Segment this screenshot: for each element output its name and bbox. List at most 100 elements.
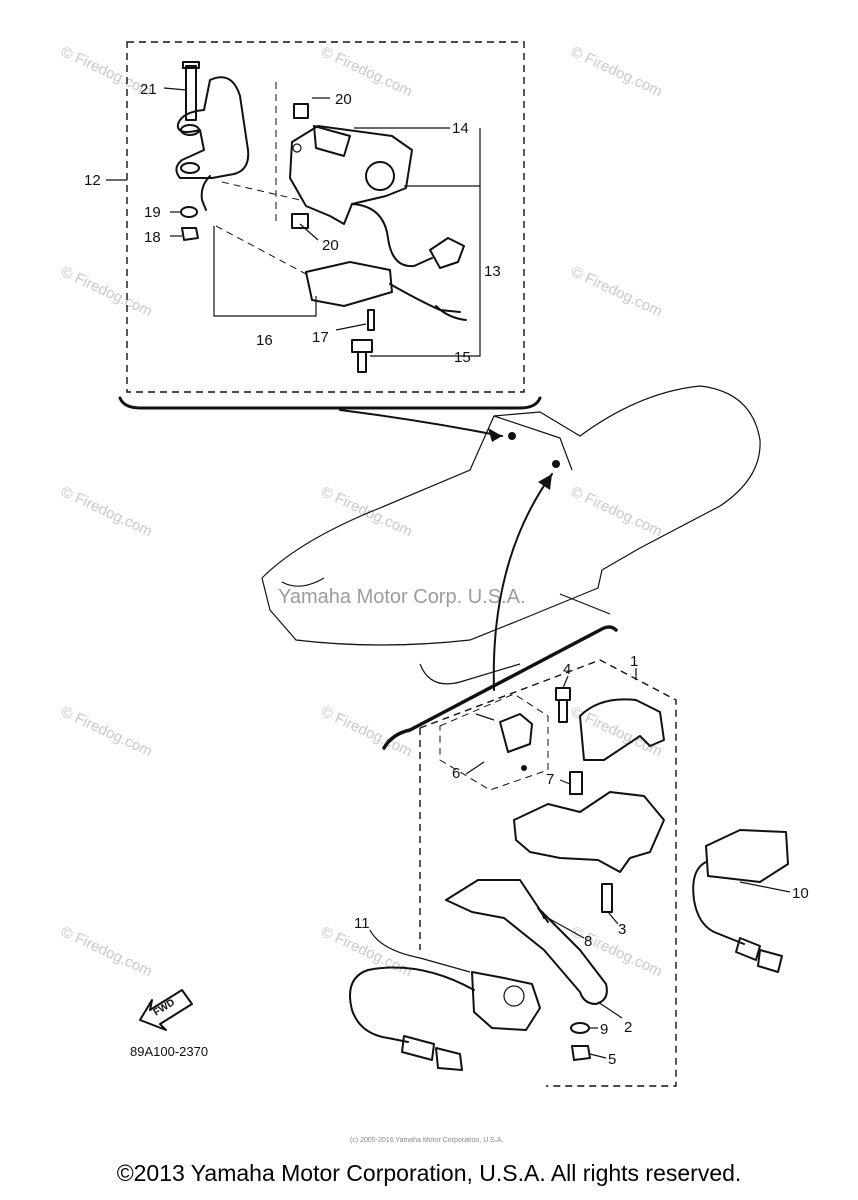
leader-line	[607, 911, 619, 925]
leader-line	[354, 127, 481, 357]
cable-sleeve	[401, 1035, 435, 1061]
switch-housing-part-14	[289, 125, 413, 225]
guide-line	[215, 225, 307, 275]
cable-part-11	[349, 966, 475, 1043]
watermark-small: (c) 2005-2016 Yamaha Motor Corporation, …	[350, 1137, 503, 1144]
relay-wire	[389, 283, 461, 313]
callout-1: 1	[630, 653, 638, 670]
cable-part	[351, 203, 433, 268]
screw-dot	[521, 765, 527, 771]
mount-point	[552, 460, 560, 468]
relay-part-16	[305, 261, 393, 307]
connector-part	[429, 237, 465, 269]
callout-6: 6	[452, 765, 460, 782]
box-part-10	[705, 829, 789, 883]
bracket-hole	[180, 124, 200, 136]
connector-part-10	[735, 937, 783, 973]
bracket-part	[175, 76, 250, 179]
collar-part-20	[291, 213, 309, 229]
screw-part-6	[475, 713, 495, 721]
fwd-arrow-icon	[139, 989, 193, 1031]
inset-frame-lower	[419, 659, 677, 1087]
inset-frame-part6	[439, 693, 549, 791]
leader-line	[562, 675, 569, 689]
screw-part-17	[367, 309, 375, 331]
watermark: © Firedog.com	[318, 43, 415, 100]
watermark: © Firedog.com	[318, 483, 415, 540]
bolt-part-21	[182, 61, 200, 121]
switch-barrel	[365, 161, 395, 191]
body-line	[559, 593, 611, 615]
relay-wire	[435, 305, 467, 321]
leader-line	[597, 1001, 623, 1019]
washer-part-9	[570, 1022, 590, 1034]
arrow-head	[488, 428, 502, 442]
callout-19: 19	[144, 204, 161, 221]
callout-3: 3	[618, 921, 626, 938]
watermark: © Firedog.com	[58, 483, 155, 540]
windshield-edge	[493, 415, 573, 471]
callout-10: 10	[792, 885, 809, 902]
upper-inset: 21 20 14 12 19 18 20 13 16 17 15	[84, 41, 542, 410]
callout-4: 4	[563, 661, 571, 678]
lever-part-2	[445, 879, 608, 1005]
inset-bracket-lower	[382, 625, 618, 750]
leader-line	[547, 917, 585, 939]
arrow-lower	[492, 473, 553, 691]
arrow-head	[538, 474, 552, 490]
switch-block-part-6	[499, 713, 533, 753]
wire-part	[200, 175, 211, 211]
nut-part-5	[571, 1045, 591, 1061]
screw-part-8	[537, 907, 549, 923]
leader-line	[589, 1053, 607, 1059]
callout-8: 8	[584, 933, 592, 950]
callout-5: 5	[608, 1051, 616, 1068]
watermark: © Firedog.com	[568, 483, 665, 540]
callout-11: 11	[354, 915, 370, 932]
washer-part-19	[180, 206, 198, 218]
callout-13: 13	[484, 263, 501, 280]
snowmobile-body	[261, 385, 761, 646]
switch-screw	[292, 143, 302, 153]
inset-frame-upper	[126, 41, 525, 393]
leader-line	[369, 929, 471, 973]
leader-line	[299, 223, 319, 241]
watermark: © Firedog.com	[58, 263, 155, 320]
guide-line	[221, 181, 301, 201]
leader-line	[559, 779, 571, 785]
leader-line	[213, 226, 317, 317]
collar-part-20	[293, 103, 309, 119]
callout-9: 9	[600, 1021, 608, 1038]
callout-2: 2	[624, 1019, 632, 1036]
cable-part-10	[692, 861, 745, 945]
clamp-cover-part	[579, 698, 665, 761]
callout-15: 15	[454, 349, 471, 366]
arrow-upper	[339, 409, 503, 437]
callout-12: 12	[84, 172, 101, 189]
callout-18: 18	[144, 229, 161, 246]
lever-holder-part	[513, 791, 665, 873]
callout-16: 16	[256, 332, 273, 349]
bracket-hole	[180, 162, 200, 174]
inset-bracket-upper	[118, 396, 542, 410]
bolt-part-15	[351, 339, 373, 373]
ski-runner	[419, 663, 521, 685]
callout-20b: 20	[322, 237, 339, 254]
leader-line	[335, 323, 367, 331]
pin-part-7	[569, 771, 583, 795]
mount-point	[508, 432, 516, 440]
bolt-part-3	[601, 883, 613, 913]
switch-knob	[503, 985, 525, 1007]
connector-part-11	[435, 1047, 463, 1071]
watermark: © Firedog.com	[568, 263, 665, 320]
switch-part-11	[471, 971, 541, 1031]
watermark: © Firedog.com	[568, 923, 665, 980]
watermark: © Firedog.com	[58, 923, 155, 980]
callout-17: 17	[312, 329, 329, 346]
switch-cap	[313, 125, 351, 157]
leader-line	[465, 761, 485, 775]
bolt-part-4	[555, 687, 571, 723]
callout-7: 7	[546, 771, 554, 788]
callout-21: 21	[140, 81, 157, 98]
